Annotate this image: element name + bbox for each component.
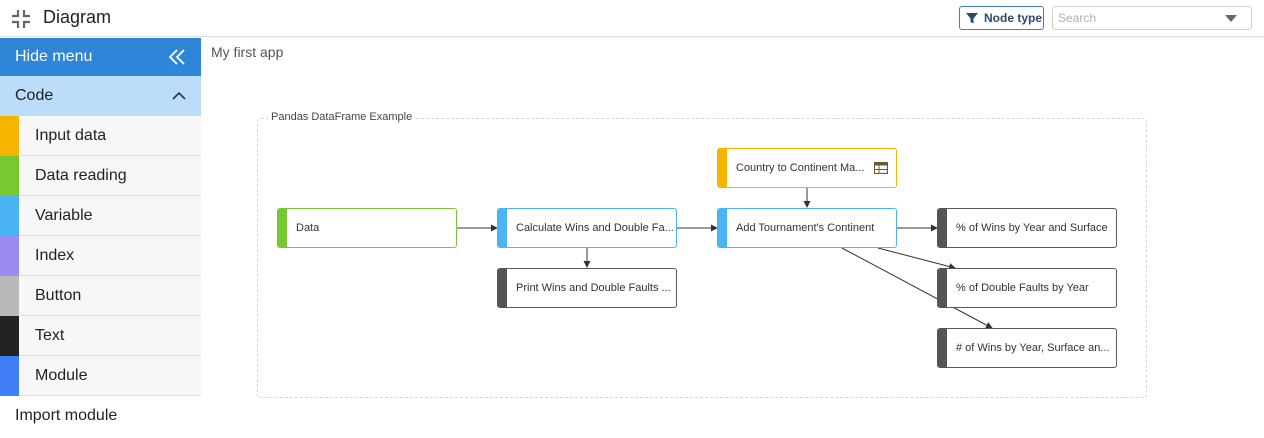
sidebar-item-color-swatch	[0, 356, 19, 396]
sidebar-item-label: Button	[19, 276, 201, 316]
diagram-node-country[interactable]: Country to Continent Ma...	[717, 148, 897, 188]
sidebar-item-color-swatch	[0, 196, 19, 236]
node-color-bar	[278, 209, 287, 247]
diagram-node-add[interactable]: Add Tournament's Continent	[717, 208, 897, 248]
node-type-filter-button[interactable]: Node type	[959, 6, 1044, 30]
collapse-icon[interactable]	[10, 8, 32, 30]
chevron-up-icon	[172, 91, 186, 100]
node-label: % of Wins by Year and Surface	[956, 222, 1108, 234]
node-color-bar	[938, 329, 947, 367]
sidebar-item-label: Data reading	[19, 156, 201, 196]
code-section-header[interactable]: Code	[0, 76, 201, 116]
diagram-node-num-wins[interactable]: # of Wins by Year, Surface an...	[937, 328, 1117, 368]
node-color-bar	[498, 209, 507, 247]
node-color-bar	[718, 209, 727, 247]
sidebar-item[interactable]: Input data	[0, 116, 201, 156]
sidebar-item[interactable]: Variable	[0, 196, 201, 236]
sidebar-item-label: Text	[19, 316, 201, 356]
table-icon	[874, 162, 888, 174]
node-color-bar	[498, 269, 507, 307]
sidebar-item-label: Module	[19, 356, 201, 396]
node-label: Calculate Wins and Double Fa...	[516, 222, 674, 234]
diagram-node-print[interactable]: Print Wins and Double Faults ...	[497, 268, 677, 308]
node-label: Data	[296, 222, 320, 234]
search-dropdown[interactable]	[1052, 6, 1252, 30]
node-label: Print Wins and Double Faults ...	[516, 282, 671, 294]
diagram-group-label: Pandas DataFrame Example	[268, 111, 416, 123]
node-type-label: Node type	[984, 11, 1043, 25]
sidebar-item-label: Index	[19, 236, 201, 276]
import-module-label: Import module	[15, 407, 118, 424]
sidebar-item[interactable]: Index	[0, 236, 201, 276]
sidebar-item-color-swatch	[0, 236, 19, 276]
node-label: # of Wins by Year, Surface an...	[956, 342, 1110, 354]
sidebar-item-label: Variable	[19, 196, 201, 236]
node-label: Add Tournament's Continent	[736, 222, 875, 234]
hide-menu-button[interactable]: Hide menu	[0, 38, 201, 76]
filter-icon	[966, 13, 978, 24]
import-module-button[interactable]: Import module	[0, 396, 201, 436]
diagram-group	[257, 118, 1147, 398]
sidebar-item-color-swatch	[0, 276, 19, 316]
sidebar-item-color-swatch	[0, 316, 19, 356]
page-title: Diagram	[43, 7, 112, 27]
diagram-node-calc[interactable]: Calculate Wins and Double Fa...	[497, 208, 677, 248]
double-chevron-left-icon	[168, 49, 185, 65]
edge-add-to-num-wins	[841, 247, 993, 329]
node-color-bar	[938, 269, 947, 307]
sidebar-item-color-swatch	[0, 116, 19, 156]
diagram-node-pct-df[interactable]: % of Double Faults by Year	[937, 268, 1117, 308]
sidebar-item[interactable]: Module	[0, 356, 201, 396]
sidebar-item-label: Input data	[19, 116, 201, 156]
node-color-bar	[718, 149, 727, 187]
sidebar-item[interactable]: Button	[0, 276, 201, 316]
sidebar-item[interactable]: Data reading	[0, 156, 201, 196]
top-bar: Diagram Node type	[0, 0, 1264, 37]
app-name: My first app	[211, 44, 284, 60]
search-input[interactable]	[1053, 7, 1218, 29]
sidebar-item-color-swatch	[0, 156, 19, 196]
diagram-node-pct-wins[interactable]: % of Wins by Year and Surface	[937, 208, 1117, 248]
code-section-label: Code	[15, 87, 54, 104]
caret-down-icon[interactable]	[1225, 15, 1237, 22]
sidebar-item[interactable]: Text	[0, 316, 201, 356]
diagram-canvas: My first app	[201, 38, 1264, 438]
node-label: Country to Continent Ma...	[736, 162, 865, 174]
edge-add-to-pct-df	[877, 247, 956, 270]
node-color-bar	[938, 209, 947, 247]
hide-menu-label: Hide menu	[15, 48, 93, 65]
diagram-node-data[interactable]: Data	[277, 208, 457, 248]
node-label: % of Double Faults by Year	[956, 282, 1089, 294]
